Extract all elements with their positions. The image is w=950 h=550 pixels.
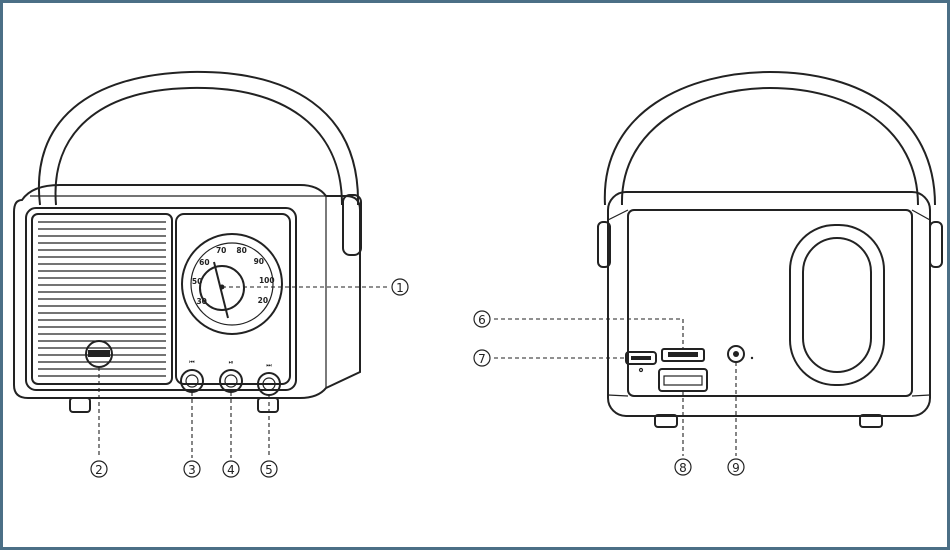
button-next-mark: ⏭ bbox=[266, 362, 272, 369]
back-corner-tr bbox=[911, 209, 931, 221]
callout-6: 6 bbox=[473, 310, 491, 328]
passive-radiator-outer bbox=[789, 224, 885, 386]
callout-1-label: 1 bbox=[396, 281, 404, 295]
grille-lines bbox=[38, 221, 166, 377]
front-body bbox=[13, 184, 361, 399]
front-foot-right bbox=[257, 397, 279, 413]
tf-card-slot-opening bbox=[668, 352, 698, 357]
callout-5: 5 bbox=[260, 460, 278, 478]
callout-6-label: 6 bbox=[478, 313, 486, 327]
dial-outer bbox=[181, 233, 283, 335]
dial-inner bbox=[199, 265, 245, 311]
callout-8-label: 8 bbox=[679, 461, 687, 475]
button-prev-mark: ⏮ bbox=[189, 359, 195, 366]
logo-badge-label bbox=[88, 350, 110, 357]
dial-number: 50 bbox=[192, 277, 202, 286]
aux-jack-hole bbox=[733, 351, 739, 357]
front-foot-left bbox=[69, 397, 91, 413]
callout-5-label: 5 bbox=[265, 463, 273, 477]
callout-3: 3 bbox=[183, 460, 201, 478]
back-corner-tl bbox=[607, 209, 629, 221]
dial-number: 70 bbox=[216, 246, 226, 255]
usb-port bbox=[658, 368, 708, 392]
callout-9: 9 bbox=[727, 458, 745, 476]
back-hinge-right bbox=[929, 221, 943, 268]
dial-number: 60 bbox=[199, 258, 209, 267]
dial-number: 90 bbox=[254, 257, 264, 266]
back-hinge-left bbox=[597, 221, 611, 268]
dial-number: 100 bbox=[259, 276, 275, 285]
button-play-mark: ⏯ bbox=[229, 359, 234, 366]
back-handle bbox=[603, 70, 936, 206]
dial-needle bbox=[213, 261, 229, 319]
front-handle bbox=[37, 70, 360, 206]
callout-7: 7 bbox=[473, 349, 491, 367]
back-foot-right bbox=[859, 414, 883, 428]
dial-ring bbox=[190, 242, 274, 326]
callout-4-label: 4 bbox=[227, 463, 235, 477]
back-panel bbox=[627, 209, 913, 397]
front-handle-inner bbox=[54, 86, 343, 206]
callout-3-label: 3 bbox=[188, 463, 196, 477]
button-play[interactable]: ⏯ bbox=[219, 359, 243, 393]
back-foot-left bbox=[654, 414, 678, 428]
callout-7-label: 7 bbox=[478, 352, 486, 366]
callout-4: 4 bbox=[222, 460, 240, 478]
micro-usb-led bbox=[638, 367, 644, 373]
callout-2: 2 bbox=[90, 460, 108, 478]
back-corner-bl bbox=[607, 394, 629, 397]
callout-leaders bbox=[98, 286, 737, 458]
passive-radiator-inner bbox=[802, 237, 872, 373]
back-handle-inner bbox=[620, 86, 919, 206]
dial-number: 80 bbox=[236, 246, 246, 255]
dial-number: 20 bbox=[258, 296, 268, 305]
dial-panel bbox=[175, 213, 291, 385]
back-corner-br bbox=[911, 394, 931, 397]
usb-port-inner bbox=[663, 375, 703, 386]
dial-numbers: 30 50 60 70 80 90 100 20 bbox=[192, 246, 275, 306]
micro-usb-opening bbox=[631, 356, 651, 360]
back-view bbox=[597, 70, 943, 428]
aux-jack-dot bbox=[750, 356, 754, 360]
callout-8: 8 bbox=[674, 458, 692, 476]
speaker-grille bbox=[31, 213, 173, 385]
micro-usb-port bbox=[625, 351, 657, 365]
back-body bbox=[607, 191, 931, 417]
dial-number: 30 bbox=[196, 297, 206, 306]
front-view: 30 50 60 70 80 90 100 20 ⏮ ⏯ ⏭ bbox=[13, 70, 362, 413]
front-panel bbox=[25, 207, 297, 391]
callout-1: 1 bbox=[391, 278, 409, 296]
button-prev[interactable]: ⏮ bbox=[180, 359, 204, 393]
callout-9-label: 9 bbox=[732, 461, 740, 475]
callout-2-label: 2 bbox=[95, 463, 103, 477]
leader-6 bbox=[494, 318, 684, 349]
